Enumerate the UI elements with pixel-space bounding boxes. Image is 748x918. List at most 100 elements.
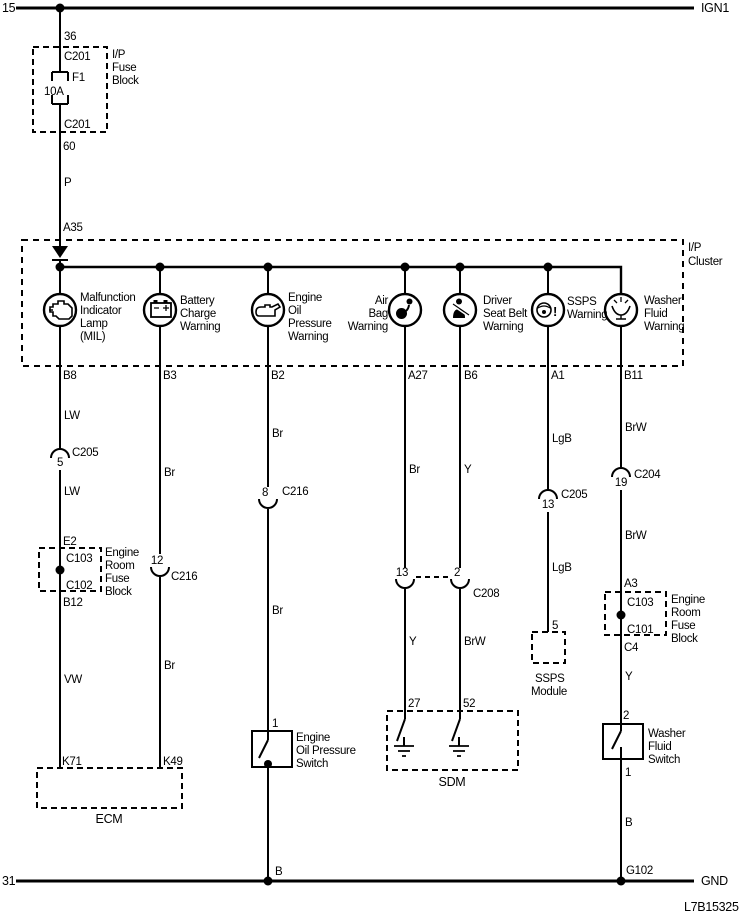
switch-blade-icon bbox=[611, 730, 622, 750]
svg-text:Malfunction: Malfunction bbox=[80, 292, 136, 304]
cluster-label: I/P bbox=[688, 242, 702, 254]
sdm-pin-label: 27 bbox=[408, 698, 420, 710]
connector-name: C205 bbox=[72, 447, 98, 459]
switch-label: Oil Pressure bbox=[296, 745, 356, 757]
svg-text:Washer: Washer bbox=[644, 295, 682, 307]
battery-icon bbox=[150, 300, 172, 318]
switch-pin-label: 1 bbox=[272, 718, 278, 730]
wire-color-label: Y bbox=[625, 671, 633, 683]
svg-text:Charge: Charge bbox=[180, 308, 216, 320]
wire-color-label: B bbox=[625, 817, 633, 829]
cluster-pin-a1: A1 bbox=[551, 370, 564, 382]
svg-text:Battery: Battery bbox=[180, 295, 215, 307]
washer-lamp-label: Washer Fluid Warning bbox=[644, 295, 685, 333]
svg-text:Warning: Warning bbox=[567, 309, 607, 321]
washer-circuit: 19 C204 BrW BrW A3 C103 C101 Engine Room… bbox=[602, 326, 705, 881]
connector-name: C216 bbox=[282, 486, 308, 498]
switch-pin-label: 2 bbox=[623, 710, 629, 722]
seat-belt-lamp-label: Driver Seat Belt Warning bbox=[483, 295, 528, 333]
document-number: L7B15325 bbox=[684, 900, 739, 914]
pin-label: B12 bbox=[63, 597, 83, 609]
connector-c208-icon bbox=[450, 578, 470, 589]
pin-label: A3 bbox=[624, 578, 637, 590]
diode-icon bbox=[52, 246, 68, 261]
washer-fluid-icon bbox=[611, 297, 631, 320]
ssps-exclamation-mark: ! bbox=[553, 304, 557, 319]
ip-fuse-block: 36 C201 F1 10A C201 60 I/P Fuse Block P … bbox=[32, 8, 139, 246]
connector-name: C216 bbox=[171, 571, 197, 583]
svg-text:Indicator: Indicator bbox=[80, 305, 122, 317]
ssps-circuit: 13 C205 LgB LgB 5 SSPS Module bbox=[531, 326, 588, 698]
fuse-block-label: Block bbox=[671, 633, 698, 645]
svg-text:Air: Air bbox=[375, 295, 389, 307]
ground-switch-icon bbox=[394, 718, 414, 757]
switch-label: Switch bbox=[648, 754, 680, 766]
fuse-conn-top: C201 bbox=[64, 51, 90, 63]
connector-name: C103 bbox=[627, 597, 653, 609]
ground-switch-icon bbox=[449, 718, 469, 757]
wire-color-label: BrW bbox=[464, 636, 486, 648]
engine-room-fuse-block-1 bbox=[38, 547, 102, 592]
fuse-block-label: Room bbox=[105, 560, 134, 572]
svg-text:Engine: Engine bbox=[288, 292, 322, 304]
connector-pin: 12 bbox=[151, 555, 163, 567]
connector-c216-icon bbox=[150, 566, 170, 577]
connector-c208-icon bbox=[395, 578, 415, 589]
wire-color-label: LW bbox=[64, 486, 80, 498]
power-rail-terminal: 15 bbox=[2, 1, 16, 15]
module-pin-label: 5 bbox=[552, 620, 558, 632]
connector-c205-icon bbox=[538, 489, 558, 500]
fuse-block-label: I/P bbox=[112, 49, 126, 61]
connector-c205-icon bbox=[50, 448, 70, 459]
mil-circuit: 5 C205 LW LW E2 C103 C102 Engine Room Fu… bbox=[38, 326, 139, 768]
svg-text:Bag: Bag bbox=[368, 308, 388, 320]
air-bag-icon bbox=[396, 298, 413, 319]
ground-rail: 31 GND bbox=[2, 874, 728, 888]
battery-circuit: 12 C216 Br Br K49 bbox=[150, 326, 198, 768]
connector-c204-icon bbox=[611, 467, 631, 478]
connector-name: C205 bbox=[561, 489, 587, 501]
wire-color-label: Y bbox=[409, 636, 417, 648]
oil-pressure-circuit: 8 C216 Br Br 1 Engine Oil Pressure Switc… bbox=[251, 326, 356, 881]
pin-label: E2 bbox=[63, 536, 76, 548]
wire-color-label: LgB bbox=[552, 562, 572, 574]
svg-text:Warning: Warning bbox=[180, 321, 220, 333]
sdm-pin-label: 52 bbox=[463, 698, 475, 710]
cluster-pin-a27: A27 bbox=[408, 370, 428, 382]
fuse-conn-bottom: C201 bbox=[64, 119, 90, 131]
svg-text:Driver: Driver bbox=[483, 295, 512, 307]
air-bag-lamp-label: Air Bag Warning bbox=[348, 295, 389, 333]
ip-cluster: I/P Cluster bbox=[21, 239, 723, 382]
ecm-pin-label: K49 bbox=[163, 756, 183, 768]
svg-text:SSPS: SSPS bbox=[567, 296, 597, 308]
ground-rail-terminal: 31 bbox=[2, 874, 16, 888]
wire-color-label: VW bbox=[64, 674, 82, 686]
engine-room-fuse-block-2 bbox=[604, 591, 667, 636]
cluster-pin-b11: B11 bbox=[624, 370, 643, 382]
switch-label: Fluid bbox=[648, 741, 671, 753]
seat-belt-circuit: 2 C208 Y BrW 52 bbox=[450, 326, 500, 719]
connector-name: C102 bbox=[66, 580, 92, 592]
fuse-block-label: Fuse bbox=[105, 573, 129, 585]
fuse-block-label: Room bbox=[671, 607, 700, 619]
engine-icon bbox=[49, 300, 73, 320]
svg-text:Warning: Warning bbox=[348, 321, 388, 333]
svg-text:Pressure: Pressure bbox=[288, 318, 332, 330]
switch-blade-icon bbox=[258, 739, 269, 759]
svg-text:Lamp: Lamp bbox=[80, 318, 108, 330]
cluster-pin-b6: B6 bbox=[464, 370, 477, 382]
wire-color-label: Br bbox=[164, 467, 175, 479]
power-rail: 15 IGN1 bbox=[2, 1, 730, 15]
connector-pin: 13 bbox=[542, 499, 554, 511]
fuse-icon bbox=[51, 71, 69, 105]
fuse-block-label: Block bbox=[112, 75, 139, 87]
connector-pin: 19 bbox=[615, 477, 627, 489]
feed-wire-pin: A35 bbox=[63, 222, 83, 234]
svg-text:Warning: Warning bbox=[288, 331, 328, 343]
cluster-label: Cluster bbox=[688, 256, 723, 268]
pin-label: C4 bbox=[624, 642, 639, 654]
cluster-pin-b2: B2 bbox=[271, 370, 284, 382]
fuse-pin-bottom: 60 bbox=[63, 141, 75, 153]
